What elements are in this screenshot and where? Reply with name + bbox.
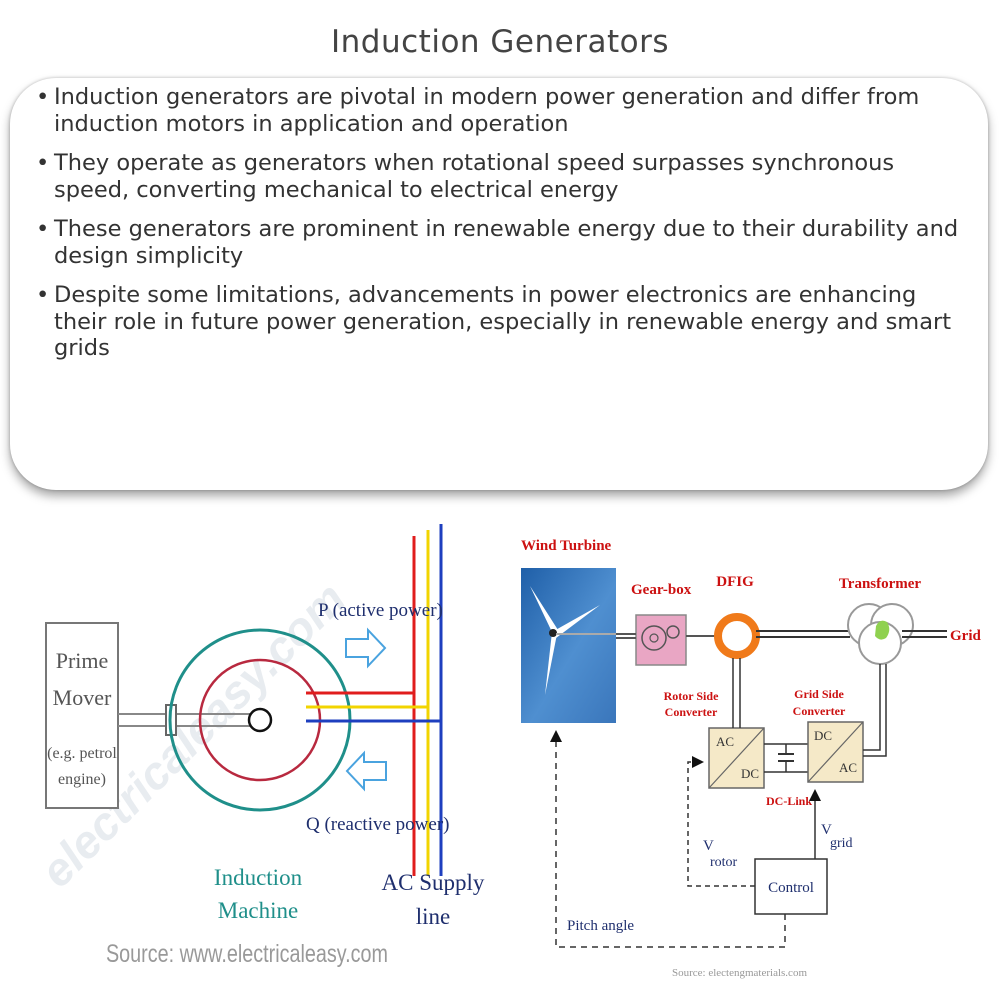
bullet-item: •Induction generators are pivotal in mod… <box>32 84 972 137</box>
bullet-dot-icon: • <box>36 84 50 110</box>
supply-label: AC Supply <box>382 870 485 895</box>
bullet-dot-icon: • <box>36 216 50 242</box>
rotor-converter-ac: AC <box>716 734 734 749</box>
rotor-side-label: Converter <box>665 705 718 719</box>
right-source-text: Source: electengmaterials.com <box>672 967 807 979</box>
grid-side-label: Converter <box>793 704 846 718</box>
bullet-list: •Induction generators are pivotal in mod… <box>32 84 972 375</box>
dfig-ring <box>714 613 760 659</box>
active-power-label: P (active power) <box>318 600 443 621</box>
reactive-power-label: Q (reactive power) <box>306 814 449 835</box>
diagram-figure: electricaleasy.com Prime Mover (e.g. pet… <box>30 524 981 979</box>
control-box <box>754 858 828 915</box>
v-grid-v: V <box>821 822 832 838</box>
pitch-angle-label: Pitch angle <box>567 918 634 934</box>
induction-generator-diagram: electricaleasy.com Prime Mover (e.g. pet… <box>30 524 485 968</box>
v-rotor-sub: rotor <box>710 855 738 870</box>
grid-label: Grid <box>950 628 981 644</box>
summary-card <box>10 78 988 490</box>
wind-turbine-label: Wind Turbine <box>521 538 612 554</box>
dfig-wind-diagram: Wind Turbine Gear-box DFIG Transformer <box>521 538 981 979</box>
dfig-label: DFIG <box>716 574 754 590</box>
transformer-icon <box>847 603 914 665</box>
bullet-text: Induction generators are pivotal in mode… <box>54 84 920 137</box>
prime-mover-label: Mover <box>53 685 112 710</box>
bullet-text: Despite some limitations, advancements i… <box>54 282 952 361</box>
reactive-power-arrow-icon <box>345 750 387 792</box>
machine-label: Induction <box>214 865 303 890</box>
gear-large-icon <box>641 625 667 651</box>
left-source-text: Source: www.electricaleasy.com <box>106 940 388 968</box>
prime-mover-box <box>45 622 119 809</box>
rotor-converter-dc: DC <box>741 766 759 781</box>
bullet-item: •Despite some limitations, advancements … <box>32 282 972 362</box>
v-rotor-v: V <box>703 838 714 854</box>
shaft-end <box>247 707 273 733</box>
prime-mover-label: Prime <box>56 648 109 673</box>
bullet-item: •These generators are prominent in renew… <box>32 216 972 269</box>
supply-label: line <box>416 904 451 929</box>
gearbox-label: Gear-box <box>631 582 692 598</box>
page-title: Induction Generators <box>331 24 669 60</box>
dc-link-label: DC-Link <box>766 794 812 808</box>
v-grid-sub: grid <box>830 836 853 851</box>
turbine-blades-icon <box>530 586 600 695</box>
control-label: Control <box>768 880 814 896</box>
active-power-arrow-icon <box>345 627 387 669</box>
grid-converter-ac: AC <box>839 760 857 775</box>
rotor-side-label: Rotor Side <box>664 689 719 703</box>
prime-mover-label: engine) <box>58 771 106 788</box>
gear-small-icon <box>666 625 680 639</box>
bullet-dot-icon: • <box>36 282 50 308</box>
prime-mover-label: (e.g. petrol <box>47 745 117 762</box>
bullet-dot-icon: • <box>36 150 50 176</box>
bullet-item: •They operate as generators when rotatio… <box>32 150 972 203</box>
bullet-text: They operate as generators when rotation… <box>54 150 895 203</box>
machine-label: Machine <box>218 898 298 923</box>
grid-converter-dc: DC <box>814 728 832 743</box>
pitch-angle-path <box>550 730 786 948</box>
transformer-label: Transformer <box>839 576 922 592</box>
grid-side-label: Grid Side <box>794 687 844 701</box>
wind-turbine-panel <box>521 568 616 723</box>
bullet-text: These generators are prominent in renewa… <box>54 216 959 269</box>
